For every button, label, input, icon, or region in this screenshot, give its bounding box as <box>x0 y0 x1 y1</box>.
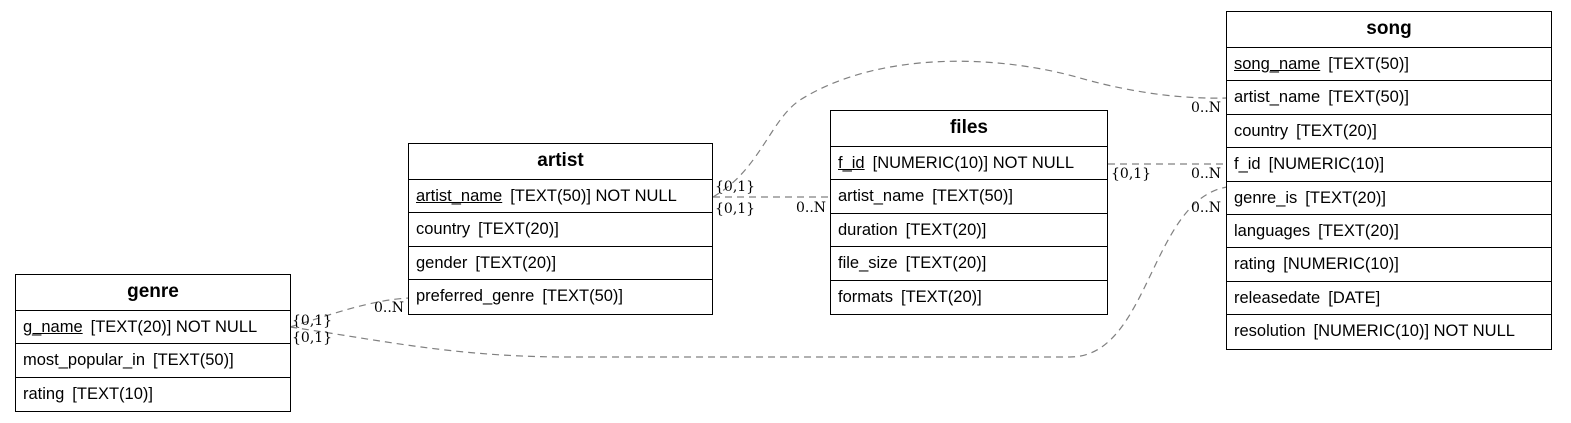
field-type: [TEXT(20)] <box>478 220 559 239</box>
entity-files[interactable]: files f_id [NUMERIC(10)] NOT NULL artist_… <box>830 110 1108 315</box>
card-label-artist-song-to: 0..N <box>1191 100 1221 116</box>
card-label-genre-artist-to: 0..N <box>374 300 404 316</box>
field-type: [TEXT(50)] <box>932 187 1013 206</box>
field-most_popular_in[interactable]: most_popular_in [TEXT(50)] <box>16 344 290 378</box>
field-name: f_id <box>1234 155 1261 174</box>
field-name: languages <box>1234 221 1311 240</box>
field-name: artist_name <box>416 187 503 205</box>
field-type: [TEXT(50)] <box>542 287 624 306</box>
field-type: [NUMERIC(10)] <box>1283 255 1399 274</box>
field-name: releasedate <box>1234 288 1321 307</box>
field-name: duration <box>838 220 898 239</box>
field-type: [TEXT(20)] <box>475 253 557 272</box>
field-song_name[interactable]: song_name [TEXT(50)] <box>1227 48 1551 82</box>
entity-genre[interactable]: genre g_name [TEXT(20)] NOT NULL most_pop… <box>15 274 291 413</box>
field-name: artist_name <box>1234 88 1321 107</box>
field-name: country <box>416 220 471 239</box>
field-artist_name[interactable]: artist_name [TEXT(50)] <box>831 180 1107 214</box>
field-genre_is[interactable]: genre_is [TEXT(20)] <box>1227 182 1551 215</box>
field-name: gender <box>416 253 468 272</box>
entity-title: song <box>1227 12 1551 48</box>
field-rating[interactable]: rating [TEXT(10)] <box>16 378 290 411</box>
field-type: [NUMERIC(10)] NOT NULL <box>872 154 1075 172</box>
entity-artist[interactable]: artist artist_name [TEXT(50)] NOT NULL co… <box>408 143 713 315</box>
field-country[interactable]: country [TEXT(20)] <box>1227 115 1551 149</box>
field-type: [TEXT(20)] <box>905 220 987 239</box>
field-name: song_name <box>1234 55 1321 73</box>
field-artist_name[interactable]: artist_name [TEXT(50)] NOT NULL <box>409 180 712 214</box>
field-g_name[interactable]: g_name [TEXT(20)] NOT NULL <box>16 311 290 345</box>
card-label-artist-files-from: {0,1} <box>715 201 755 217</box>
field-resolution[interactable]: resolution [NUMERIC(10)] NOT NULL <box>1227 315 1551 348</box>
field-name: most_popular_in <box>23 351 145 370</box>
field-artist_name[interactable]: artist_name [TEXT(50)] <box>1227 81 1551 115</box>
field-rating[interactable]: rating [NUMERIC(10)] <box>1227 248 1551 282</box>
field-type: [TEXT(50)] NOT NULL <box>510 187 677 205</box>
field-type: [TEXT(20)] <box>901 287 982 306</box>
field-file_size[interactable]: file_size [TEXT(20)] <box>831 247 1107 281</box>
field-type: [TEXT(10)] <box>72 384 153 403</box>
field-type: [DATE] <box>1328 288 1381 307</box>
card-label-genre-artist-from: {0,1} <box>292 313 332 329</box>
field-type: [NUMERIC(10)] <box>1268 155 1385 174</box>
field-type: [NUMERIC(10)] NOT NULL <box>1313 322 1515 341</box>
entity-title: files <box>831 111 1107 147</box>
field-name: rating <box>1234 255 1276 274</box>
field-type: [TEXT(20)] <box>1318 221 1399 240</box>
field-releasedate[interactable]: releasedate [DATE] <box>1227 282 1551 316</box>
field-name: resolution <box>1234 322 1306 341</box>
field-preferred_genre[interactable]: preferred_genre [TEXT(50)] <box>409 280 712 313</box>
field-type: [TEXT(50)] <box>1328 55 1409 73</box>
field-type: [TEXT(20)] <box>1305 188 1386 207</box>
field-name: formats <box>838 287 894 306</box>
field-f_id[interactable]: f_id [NUMERIC(10)] NOT NULL <box>831 147 1107 181</box>
field-type: [TEXT(20)] NOT NULL <box>90 318 258 336</box>
field-type: [TEXT(20)] <box>905 254 987 273</box>
field-name: genre_is <box>1234 188 1298 207</box>
card-label-artist-files-to: 0..N <box>796 200 826 216</box>
field-formats[interactable]: formats [TEXT(20)] <box>831 281 1107 314</box>
entity-title: artist <box>409 144 712 180</box>
field-name: f_id <box>838 154 865 172</box>
card-label-files-song-from: {0,1} <box>1111 166 1151 182</box>
field-languages[interactable]: languages [TEXT(20)] <box>1227 215 1551 249</box>
field-name: artist_name <box>838 187 925 206</box>
field-gender[interactable]: gender [TEXT(20)] <box>409 247 712 281</box>
field-name: rating <box>23 384 65 403</box>
entity-song[interactable]: song song_name [TEXT(50)] artist_name [TEX… <box>1226 11 1552 350</box>
field-type: [TEXT(50)] <box>1328 88 1409 107</box>
field-type: [TEXT(50)] <box>153 351 234 370</box>
field-f_id[interactable]: f_id [NUMERIC(10)] <box>1227 148 1551 182</box>
field-name: preferred_genre <box>416 287 535 306</box>
entity-title: genre <box>16 275 290 311</box>
field-name: country <box>1234 121 1289 140</box>
field-name: file_size <box>838 254 898 273</box>
field-name: g_name <box>23 318 83 336</box>
field-duration[interactable]: duration [TEXT(20)] <box>831 214 1107 248</box>
card-label-genre-song-to: 0..N <box>1191 200 1221 216</box>
card-label-genre-song-from: {0,1} <box>292 330 332 346</box>
link-genre-artist <box>289 297 410 328</box>
card-label-artist-song-from: {0,1} <box>715 179 755 195</box>
field-country[interactable]: country [TEXT(20)] <box>409 213 712 247</box>
field-type: [TEXT(20)] <box>1296 121 1377 140</box>
card-label-files-song-to: 0..N <box>1191 166 1221 182</box>
